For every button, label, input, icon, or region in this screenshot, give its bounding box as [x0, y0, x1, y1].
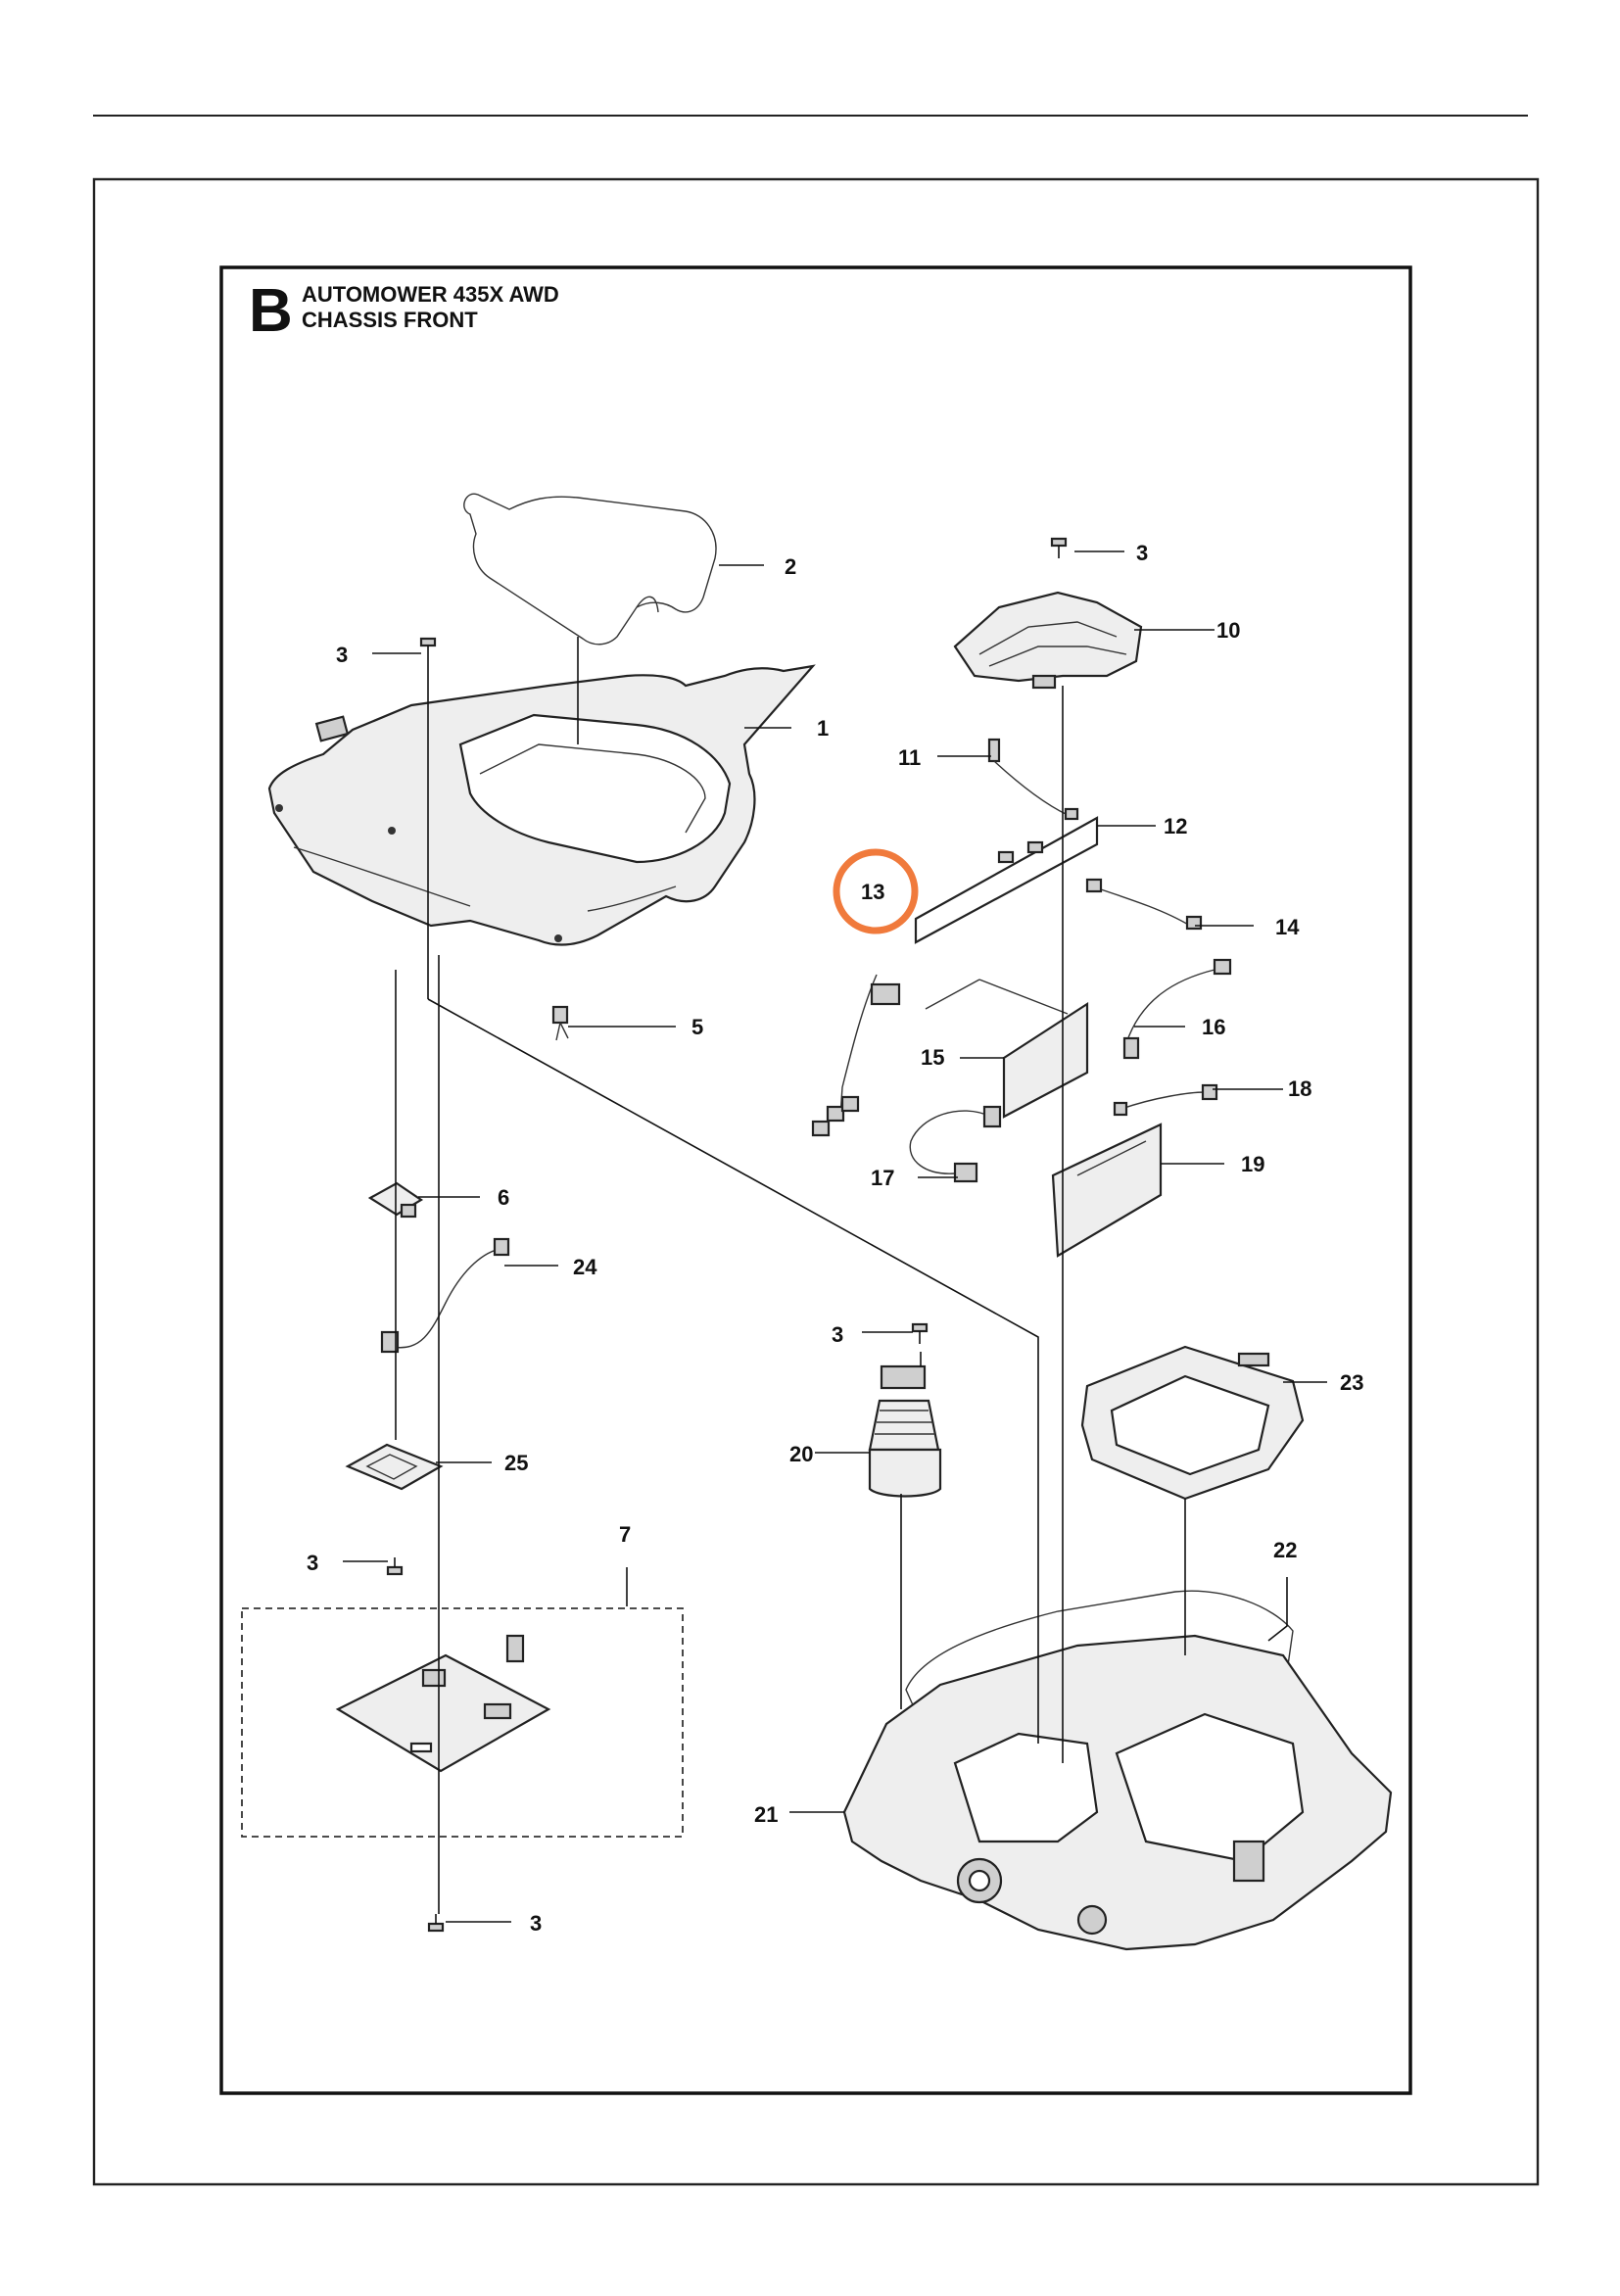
part-20-height-adjust-unit	[868, 1364, 942, 1498]
callout-10: 10	[1216, 618, 1240, 643]
part-18-cable	[1113, 1083, 1218, 1117]
callout-3-left-mid: 3	[307, 1551, 318, 1575]
part-25-cover-bracket	[345, 1443, 444, 1491]
callout-12: 12	[1164, 814, 1187, 838]
outer-frame	[92, 177, 1540, 2186]
part-5-sensor-clip	[551, 1005, 569, 1041]
callout-17: 17	[871, 1166, 894, 1190]
part-1-top-cover	[267, 664, 816, 946]
callout-3-upper-right: 3	[1136, 541, 1148, 565]
part-24-cable	[380, 1237, 510, 1354]
callout-18: 18	[1288, 1076, 1311, 1101]
part-10-bracket	[953, 591, 1143, 690]
diagram-title-line1: AUTOMOWER 435X AWD	[302, 282, 559, 307]
callout-25: 25	[504, 1451, 528, 1475]
callout-11: 11	[898, 745, 921, 770]
callout-22: 22	[1273, 1538, 1297, 1562]
part-3-screw-top-left	[419, 637, 437, 658]
callout-13: 13	[861, 880, 884, 904]
part-7-main-board	[335, 1634, 551, 1773]
callout-6: 6	[498, 1185, 509, 1210]
callout-24: 24	[573, 1255, 597, 1279]
callout-21: 21	[754, 1802, 778, 1827]
part-3-screw-center	[911, 1322, 929, 1344]
section-letter: B	[249, 277, 293, 345]
callout-5: 5	[691, 1015, 703, 1039]
part-13-cable	[811, 974, 901, 1137]
callout-7: 7	[619, 1522, 631, 1547]
leader-lines	[343, 550, 1327, 1923]
diagram-title-line2: CHASSIS FRONT	[302, 308, 478, 332]
callout-15: 15	[921, 1045, 944, 1070]
callout-20: 20	[789, 1442, 813, 1466]
part-2-gasket	[463, 493, 717, 646]
callout-labels: 2 3 3 1 10 11 12 13 14 5 16 15 18 19 17 …	[307, 541, 1363, 1936]
callout-19: 19	[1241, 1152, 1264, 1176]
part-3-screw-bottom	[427, 1914, 445, 1933]
part-15-shield-plate	[925, 979, 1089, 1119]
callout-3-center: 3	[832, 1322, 843, 1347]
part-21-chassis-base	[842, 1634, 1393, 1951]
callout-3-upper-left: 3	[336, 643, 348, 667]
part-3-screw-top-right	[1050, 537, 1068, 558]
callout-3-bottom: 3	[530, 1911, 542, 1936]
part-19-circuit-board	[1051, 1123, 1163, 1258]
part-7-dashed-box	[241, 1607, 684, 1838]
part-23-mounting-frame	[1080, 1345, 1305, 1501]
callout-23: 23	[1340, 1370, 1363, 1395]
part-11-cable	[987, 738, 1079, 821]
callout-1: 1	[817, 716, 829, 741]
callout-16: 16	[1202, 1015, 1225, 1039]
part-17-cable	[909, 1105, 1002, 1183]
part-3-screw-left-mid	[386, 1557, 404, 1576]
callout-2: 2	[785, 554, 796, 579]
part-16-cable	[1122, 958, 1232, 1060]
part-14-ribbon-cable	[1085, 878, 1203, 931]
diagram-frame	[219, 265, 1412, 2095]
part-12-board	[914, 816, 1099, 944]
highlight-ring-callout-13	[833, 848, 919, 934]
callout-14: 14	[1275, 915, 1300, 939]
